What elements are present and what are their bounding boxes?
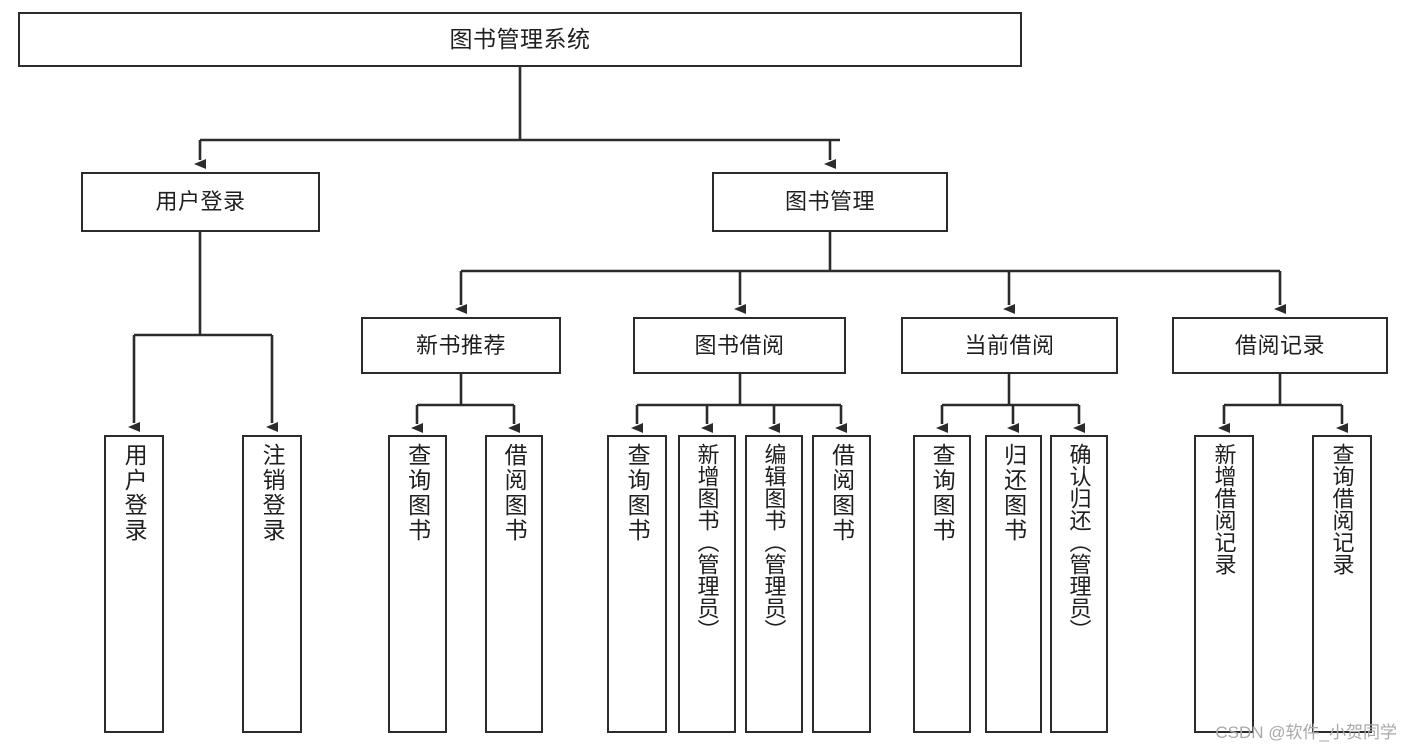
- node-leaf-confirm-return-label: 确认归还（管理员）: [1066, 443, 1092, 641]
- node-leaf-add-record-label: 新增借阅记录: [1211, 443, 1237, 575]
- node-root-label: 图书管理系统: [449, 26, 591, 53]
- node-leaf-query-book-2-label: 查询图书: [624, 443, 651, 543]
- node-leaf-query-book-2[interactable]: 查询图书: [607, 435, 667, 733]
- node-leaf-borrow-book-1[interactable]: 借阅图书: [485, 435, 543, 733]
- node-leaf-borrow-book-1-label: 借阅图书: [501, 443, 528, 543]
- node-current-borrow-label: 当前借阅: [964, 332, 1055, 358]
- node-leaf-query-book-1[interactable]: 查询图书: [388, 435, 447, 733]
- node-book-borrow-label: 图书借阅: [694, 332, 785, 358]
- node-borrow-record-label: 借阅记录: [1234, 332, 1325, 358]
- node-leaf-query-record[interactable]: 查询借阅记录: [1312, 435, 1372, 733]
- node-user-login[interactable]: 用户登录: [81, 172, 320, 232]
- node-book-management[interactable]: 图书管理: [712, 172, 948, 232]
- node-leaf-logout-login-label: 注销登录: [259, 443, 286, 543]
- node-book-management-label: 图书管理: [784, 189, 875, 215]
- node-borrow-record[interactable]: 借阅记录: [1172, 317, 1388, 374]
- node-leaf-user-login[interactable]: 用户登录: [104, 435, 164, 733]
- node-book-borrow[interactable]: 图书借阅: [633, 317, 846, 374]
- node-leaf-edit-book[interactable]: 编辑图书（管理员）: [745, 435, 803, 733]
- node-leaf-confirm-return[interactable]: 确认归还（管理员）: [1050, 435, 1108, 733]
- node-leaf-add-record[interactable]: 新增借阅记录: [1194, 435, 1254, 733]
- node-leaf-borrow-book-2[interactable]: 借阅图书: [812, 435, 871, 733]
- node-leaf-query-book-3[interactable]: 查询图书: [913, 435, 971, 733]
- node-leaf-user-login-label: 用户登录: [121, 443, 148, 543]
- node-leaf-borrow-book-2-label: 借阅图书: [828, 443, 855, 543]
- watermark-text: CSDN @软件_小贺同学: [1215, 723, 1397, 742]
- node-leaf-return-book[interactable]: 归还图书: [985, 435, 1042, 733]
- node-leaf-query-book-3-label: 查询图书: [929, 443, 956, 543]
- node-leaf-query-record-label: 查询借阅记录: [1329, 443, 1355, 575]
- node-leaf-edit-book-label: 编辑图书（管理员）: [761, 443, 787, 641]
- node-new-book-recommend-label: 新书推荐: [415, 332, 506, 358]
- node-leaf-return-book-label: 归还图书: [1000, 443, 1027, 543]
- node-leaf-logout-login[interactable]: 注销登录: [242, 435, 302, 733]
- node-leaf-query-book-1-label: 查询图书: [404, 443, 431, 543]
- node-leaf-add-book-label: 新增图书（管理员）: [694, 443, 720, 641]
- node-user-login-label: 用户登录: [155, 189, 246, 215]
- node-root[interactable]: 图书管理系统: [18, 12, 1022, 67]
- node-new-book-recommend[interactable]: 新书推荐: [361, 317, 561, 374]
- node-current-borrow[interactable]: 当前借阅: [901, 317, 1118, 374]
- node-leaf-add-book[interactable]: 新增图书（管理员）: [678, 435, 736, 733]
